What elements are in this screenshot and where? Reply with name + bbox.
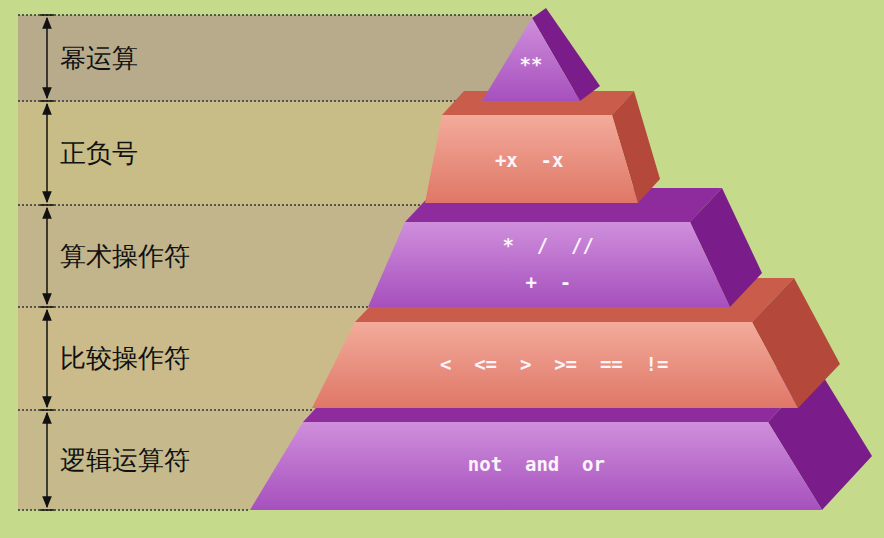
pyramid-tier: < <= > >= == != bbox=[434, 351, 675, 378]
dotted-line bbox=[18, 100, 482, 102]
pyramid-tier: not and or bbox=[461, 451, 611, 478]
label-text: 正负号 bbox=[60, 136, 138, 171]
span-arrow bbox=[46, 413, 48, 507]
label-text: ** bbox=[520, 53, 543, 76]
pyramid-tier: +x -x bbox=[489, 147, 570, 174]
label-text: 算术操作符 bbox=[60, 239, 190, 274]
label-text: not and or bbox=[468, 453, 605, 476]
span-arrow bbox=[46, 18, 48, 98]
span-arrows bbox=[40, 15, 54, 510]
span-arrow bbox=[46, 208, 48, 304]
tier-front bbox=[312, 322, 798, 408]
label-text: + - bbox=[525, 271, 571, 294]
band-fill bbox=[18, 15, 532, 101]
tier-front bbox=[368, 222, 730, 307]
label-text: 比较操作符 bbox=[60, 341, 190, 376]
span-arrow bbox=[46, 104, 48, 202]
label-text: +x -x bbox=[495, 149, 564, 172]
dotted-line bbox=[18, 14, 532, 16]
level-band: 比较操作符 bbox=[18, 307, 308, 410]
pyramid-tier: * / // + - bbox=[496, 232, 600, 296]
label-text: 逻辑运算符 bbox=[60, 443, 190, 478]
level-band: 幂运算 bbox=[18, 15, 458, 101]
pyramid-tier: ** bbox=[514, 51, 549, 78]
tier-1 bbox=[425, 91, 660, 203]
tick bbox=[40, 509, 54, 511]
tier-front bbox=[425, 115, 638, 203]
label-text: * / // bbox=[503, 234, 594, 257]
span-arrow bbox=[46, 310, 48, 407]
tick bbox=[40, 409, 54, 411]
tick bbox=[40, 100, 54, 102]
label-text: < <= > >= == != bbox=[440, 353, 669, 376]
tick bbox=[40, 14, 54, 16]
dotted-line bbox=[18, 204, 425, 206]
tick bbox=[40, 306, 54, 308]
level-band: 逻辑运算符 bbox=[18, 410, 246, 510]
label-text: 幂运算 bbox=[60, 41, 138, 76]
dotted-line bbox=[18, 409, 312, 411]
tier-front bbox=[482, 18, 580, 101]
tier-front bbox=[250, 422, 822, 510]
dotted-line bbox=[18, 509, 250, 511]
tick bbox=[40, 204, 54, 206]
level-band: 正负号 bbox=[18, 101, 418, 205]
level-band: 算术操作符 bbox=[18, 205, 363, 307]
tier-2 bbox=[368, 188, 762, 307]
dotted-line bbox=[18, 306, 368, 308]
tier-0 bbox=[482, 8, 600, 101]
